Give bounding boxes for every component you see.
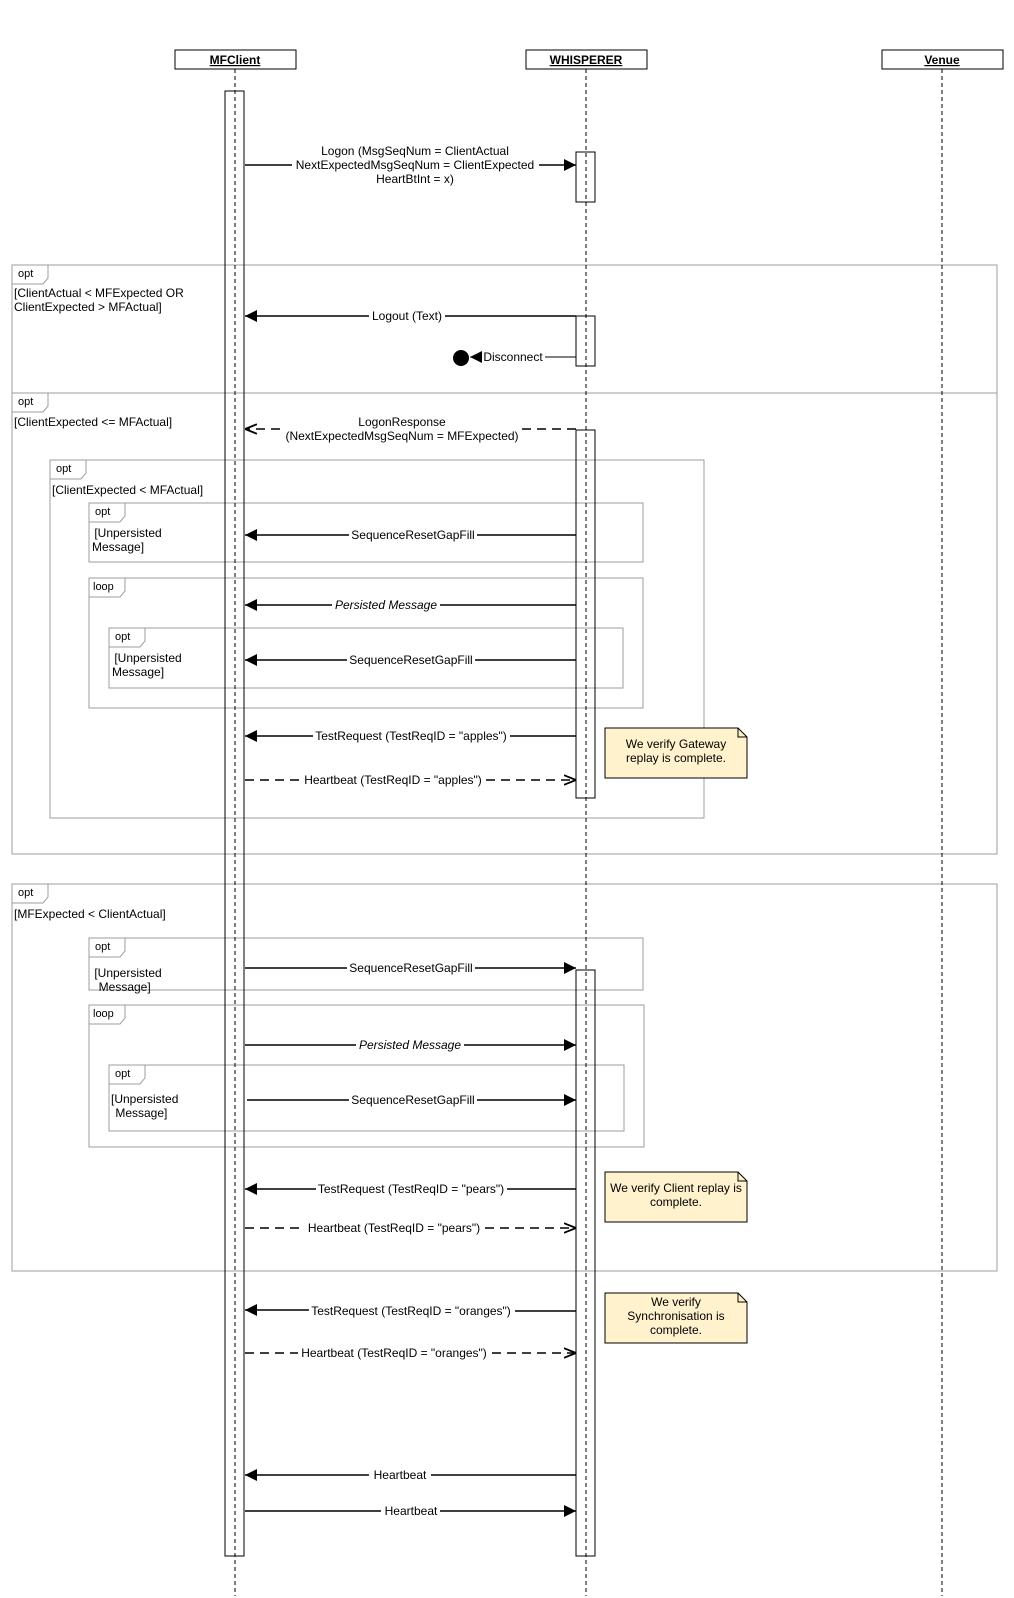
- opt-tag: opt: [115, 631, 130, 643]
- msg-logon-response-line1: LogonResponse: [358, 415, 446, 429]
- guard-mf-lt: [MFExpected < ClientActual]: [14, 907, 166, 921]
- note-gateway: [604, 727, 748, 779]
- guard-client-lt: [ClientExpected < MFActual]: [52, 483, 203, 497]
- opt-frame-unpersisted-3: [88, 937, 644, 991]
- note-sync: [604, 1292, 748, 1344]
- loop-tag: loop: [93, 581, 114, 593]
- note-sync-line3: complete.: [650, 1323, 702, 1337]
- guard-unpersisted-3-line2: Message]: [92, 980, 151, 994]
- msg-seq-reset: SequenceResetGapFill: [351, 1093, 474, 1107]
- msg-heartbeat-reply: Heartbeat: [374, 1468, 427, 1482]
- note-sync-line2: Synchronisation is: [627, 1309, 724, 1323]
- opt-tag: opt: [95, 506, 110, 518]
- opt-frame-client-le: [11, 392, 998, 855]
- activation-whisperer-main: [575, 969, 596, 1557]
- msg-seq-reset: SequenceResetGapFill: [349, 653, 472, 667]
- note-client-line1: We verify Client replay is: [610, 1181, 742, 1195]
- guard-logout-line2: ClientExpected > MFActual]: [14, 300, 162, 314]
- msg-heartbeat-apples: Heartbeat (TestReqID = "apples"): [304, 773, 482, 787]
- opt-tag: opt: [18, 887, 33, 899]
- msg-persisted: Persisted Message: [335, 598, 437, 612]
- note-client-line2: complete.: [650, 1195, 702, 1209]
- opt-frame-client-lt: [49, 459, 705, 819]
- opt-frame-unpersisted-1: [88, 502, 644, 563]
- guard-unpersisted-4-line1: [Unpersisted: [111, 1092, 178, 1106]
- opt-frame-unpersisted-4: [108, 1064, 625, 1132]
- msg-logon-line1: Logon (MsgSeqNum = ClientActual: [321, 144, 509, 158]
- opt-frame-unpersisted-2: [108, 627, 624, 689]
- guard-client-le: [ClientExpected <= MFActual]: [14, 415, 172, 429]
- activation-whisperer-logon: [575, 151, 596, 203]
- msg-disconnect: Disconnect: [483, 350, 543, 364]
- loop-frame-2: [88, 1004, 645, 1148]
- guard-unpersisted-1-line2: Message]: [92, 540, 144, 554]
- opt-tag: opt: [18, 396, 33, 408]
- msg-seq-reset: SequenceResetGapFill: [349, 961, 472, 975]
- msg-heartbeat-oranges: Heartbeat (TestReqID = "oranges"): [301, 1346, 487, 1360]
- msg-logon-line3: HeartBtInt = x): [376, 172, 454, 186]
- msg-heartbeat-send: Heartbeat: [385, 1504, 438, 1518]
- msg-heartbeat-pears: Heartbeat (TestReqID = "pears"): [308, 1221, 480, 1235]
- loop-frame-1: [88, 577, 644, 709]
- opt-tag: opt: [56, 463, 71, 475]
- loop-tag: loop: [93, 1008, 114, 1020]
- note-sync-line1: We verify: [651, 1295, 701, 1309]
- opt-tag: opt: [95, 941, 110, 953]
- opt-frame-logout: [11, 264, 998, 394]
- msg-test-oranges: TestRequest (TestReqID = "oranges"): [311, 1304, 511, 1318]
- guard-unpersisted-4-line2: Message]: [112, 1106, 167, 1120]
- guard-unpersisted-3-line1: [Unpersisted: [91, 966, 162, 980]
- activation-whisperer-replay: [575, 429, 596, 799]
- msg-logout: Logout (Text): [372, 309, 442, 323]
- opt-tag: opt: [115, 1068, 130, 1080]
- guard-unpersisted-2-line2: Message]: [112, 665, 164, 679]
- opt-frame-mf-lt: [11, 883, 998, 1272]
- disconnect-endpoint: [453, 350, 469, 366]
- msg-test-apples: TestRequest (TestReqID = "apples"): [315, 729, 507, 743]
- guard-unpersisted-1-line1: [Unpersisted: [91, 526, 162, 540]
- opt-tag: opt: [18, 268, 33, 280]
- guard-unpersisted-2-line1: [Unpersisted: [111, 651, 182, 665]
- msg-logon-response-line2: (NextExpectedMsgSeqNum = MFExpected): [285, 429, 518, 443]
- activation-mfclient: [224, 90, 245, 1557]
- note-gateway-line2: replay is complete.: [626, 751, 726, 765]
- guard-logout-line1: [ClientActual < MFExpected OR: [14, 286, 184, 300]
- activation-whisperer-logout: [575, 315, 596, 367]
- msg-persisted: Persisted Message: [359, 1038, 461, 1052]
- msg-test-pears: TestRequest (TestReqID = "pears"): [318, 1182, 504, 1196]
- participant-mfclient: MFClient: [210, 53, 261, 67]
- participant-whisperer: WHISPERER: [550, 53, 623, 67]
- participant-venue: Venue: [924, 53, 960, 67]
- note-gateway-line1: We verify Gateway: [626, 737, 726, 751]
- note-client: [604, 1171, 748, 1223]
- msg-logon-line2: NextExpectedMsgSeqNum = ClientExpected: [296, 158, 534, 172]
- msg-seq-reset: SequenceResetGapFill: [351, 528, 474, 542]
